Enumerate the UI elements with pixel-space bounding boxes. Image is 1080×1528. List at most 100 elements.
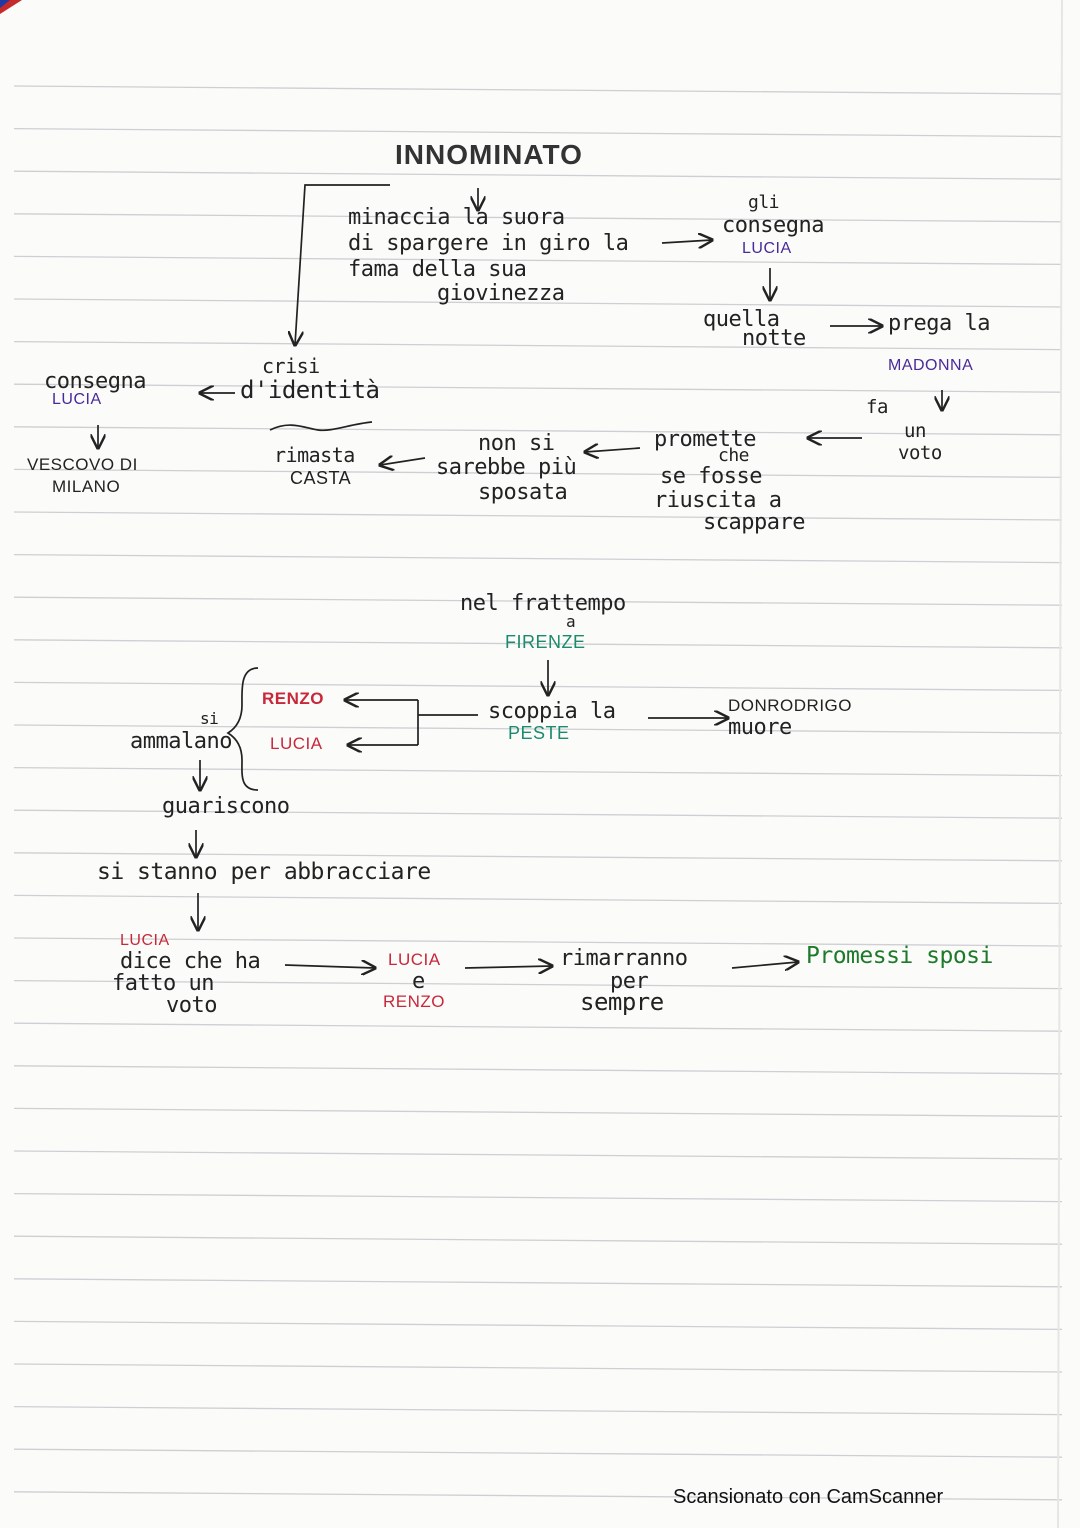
- node-promette: promette: [654, 427, 756, 452]
- node-consegna: consegna: [722, 213, 824, 238]
- ruled-line: [13, 1491, 1063, 1501]
- node-promessi-sposi: Promessi sposi: [806, 943, 993, 969]
- ruled-line: [13, 766, 1063, 777]
- node-rimasta: rimasta: [274, 443, 355, 467]
- ruled-line: [13, 511, 1063, 521]
- connector-arrows: [98, 184, 942, 968]
- node-rimarranno: rimarranno: [560, 946, 688, 971]
- node-consegna-2: consegna: [44, 369, 146, 394]
- ruled-line: [13, 255, 1063, 266]
- ruled-line: [13, 383, 1063, 393]
- node-notte: notte: [742, 326, 806, 351]
- corner-flag: [0, 0, 22, 14]
- ruled-line: [13, 1065, 1063, 1075]
- ruled-line: [13, 340, 1063, 351]
- ruled-line: [13, 1192, 1063, 1203]
- ruled-line: [13, 1150, 1063, 1160]
- ruled-line: [13, 170, 1063, 180]
- node-lucia-3: LUCIA: [270, 734, 323, 753]
- ruled-line: [13, 1405, 1063, 1416]
- page-edge: [1057, 0, 1063, 1528]
- ruled-line: [13, 1448, 1063, 1458]
- node-renzo-2: RENZO: [383, 992, 445, 1011]
- ruled-line: [13, 1320, 1063, 1331]
- ruled-line: [13, 809, 1063, 819]
- node-si: si: [200, 709, 219, 728]
- ruled-line: [13, 85, 1063, 95]
- ruled-line: [13, 1022, 1063, 1032]
- ruled-line: [13, 213, 1063, 223]
- curly-brace: [226, 667, 259, 791]
- node-minaccia-3: fama della sua: [348, 257, 527, 282]
- node-dice: dice che ha: [120, 949, 261, 974]
- ruled-line: [13, 127, 1063, 138]
- node-minaccia-1: minaccia la suora: [348, 205, 565, 230]
- node-minaccia-4: giovinezza: [437, 281, 565, 306]
- tilde-mark: [269, 421, 373, 432]
- node-fatto-un: fatto un: [112, 971, 214, 996]
- node-scappare: scappare: [703, 510, 805, 535]
- ruled-line: [13, 298, 1063, 308]
- node-un: un: [904, 420, 926, 442]
- arrow-voto-lucia: [284, 965, 375, 968]
- node-voto: voto: [898, 442, 942, 464]
- arrow-promette-sposata: [585, 448, 641, 452]
- node-lucia-4: LUCIA: [120, 932, 170, 949]
- node-non-si: non si: [478, 431, 555, 456]
- node-crisi: crisi: [262, 354, 320, 378]
- node-gli: gli: [748, 192, 780, 213]
- node-scoppia: scoppia la: [488, 699, 616, 724]
- ruled-line: [13, 426, 1063, 436]
- node-identita: d'identità: [240, 376, 380, 404]
- arrow-renzo-rimarranno: [464, 966, 552, 968]
- node-peste: PESTE: [508, 723, 570, 743]
- ruled-line: [13, 468, 1063, 479]
- node-renzo-1: RENZO: [262, 689, 324, 708]
- ruled-line: [13, 1107, 1063, 1118]
- node-voto-2: voto: [166, 993, 217, 1018]
- node-casta: CASTA: [290, 468, 352, 488]
- node-firenze: FIRENZE: [505, 632, 586, 652]
- ruled-line: [13, 979, 1063, 990]
- node-sempre: sempre: [580, 988, 664, 1016]
- ruled-line: [13, 724, 1063, 734]
- node-fa: fa: [866, 396, 888, 418]
- ruled-line: [13, 639, 1063, 649]
- scanner-watermark: Scansionato con CamScanner: [673, 1486, 944, 1508]
- ruled-line: [13, 894, 1063, 905]
- ruled-line: [13, 1278, 1063, 1288]
- ruled-lines: [13, 85, 1063, 1501]
- ruled-line: [13, 1235, 1063, 1245]
- node-muore: muore: [728, 715, 792, 740]
- node-nel-frattempo: nel frattempo: [460, 591, 626, 616]
- node-quella: quella: [703, 307, 780, 332]
- node-riuscita: riuscita a: [654, 488, 782, 513]
- node-prega-la: prega la: [888, 311, 990, 336]
- node-donrodrigo: DONRODRIGO: [728, 696, 852, 715]
- node-e: e: [412, 969, 425, 994]
- node-vescovo: VESCOVO DI: [27, 455, 138, 474]
- node-lucia-2: LUCIA: [52, 391, 102, 408]
- node-minaccia-2: di spargere in giro la: [348, 231, 629, 256]
- node-milano: MILANO: [52, 477, 121, 496]
- node-lucia-1: LUCIA: [742, 240, 792, 257]
- ruled-line: [13, 681, 1063, 692]
- arrow-sposata-casta: [380, 458, 426, 465]
- node-ammalano: ammalano: [130, 729, 232, 754]
- node-se-fosse: se fosse: [660, 464, 762, 489]
- page-title: INNOMINATO: [395, 139, 583, 170]
- arrow-minaccia-consegna: [661, 240, 712, 243]
- node-madonna: MADONNA: [888, 357, 974, 374]
- node-sarebbe-piu: sarebbe più: [436, 455, 577, 480]
- node-lucia-5: LUCIA: [388, 950, 441, 969]
- ruled-line: [13, 1363, 1063, 1373]
- ruled-line: [13, 937, 1063, 947]
- ruled-line: [13, 596, 1063, 606]
- ruled-line: [13, 553, 1063, 564]
- node-abbracciare: si stanno per abbracciare: [97, 859, 431, 885]
- node-che: che: [718, 445, 750, 466]
- node-per: per: [610, 969, 649, 994]
- node-sposata: sposata: [478, 480, 568, 505]
- node-a: a: [566, 612, 576, 631]
